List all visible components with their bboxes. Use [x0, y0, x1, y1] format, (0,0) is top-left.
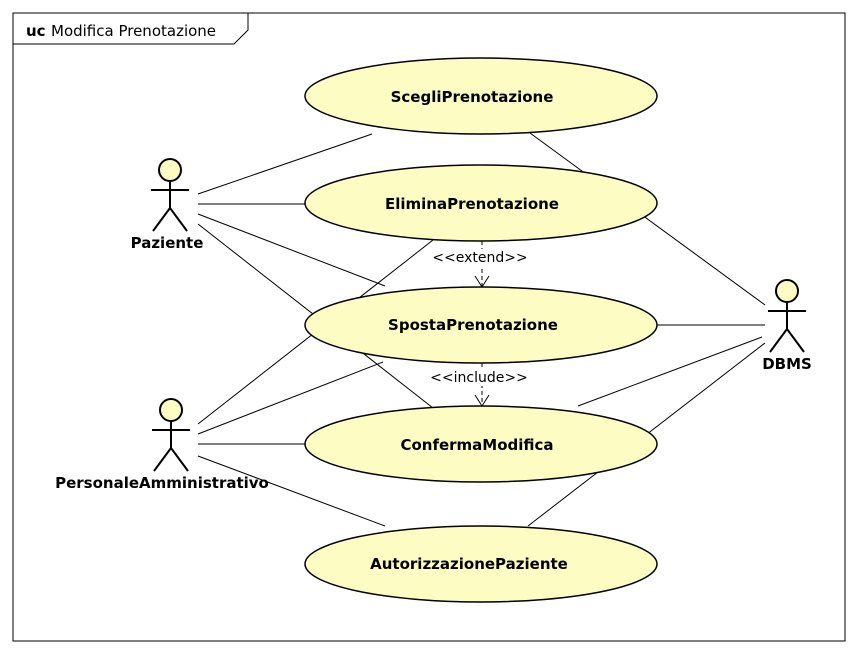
diagram-frame [12, 12, 846, 642]
use-case-scegli-prenotazione[interactable]: ScegliPrenotazione [304, 57, 658, 135]
assoc-personale-autorizzazione [197, 455, 386, 527]
use-case-conferma-modifica[interactable]: ConfermaModifica [304, 405, 658, 483]
stick-figure-icon [768, 279, 806, 353]
extend-dependency: <<extend>> [426, 241, 534, 288]
actor-label: DBMS [762, 355, 812, 373]
include-label: <<include>> [430, 370, 528, 386]
frame-tab [13, 13, 249, 45]
use-case-autorizzazione-paziente[interactable]: AutorizzazionePaziente [304, 525, 658, 603]
assoc-dbms-conferma [577, 336, 763, 407]
actor-dbms[interactable]: DBMS [762, 279, 812, 373]
frame-keyword: uc [26, 22, 46, 40]
stick-figure-icon [151, 158, 189, 232]
assoc-paziente-sposta [197, 213, 386, 287]
actor-paziente[interactable]: Paziente [131, 158, 204, 252]
assoc-paziente-scegli [197, 133, 373, 195]
frame-title: Modifica Prenotazione [51, 22, 216, 40]
include-dependency: <<include>> [424, 363, 534, 407]
use-case-label: EliminaPrenotazione [385, 195, 559, 213]
actor-personale-amministrativo[interactable]: PersonaleAmministrativo [55, 398, 269, 492]
assoc-personale-sposta [197, 361, 384, 435]
use-case-label: ConfermaModifica [400, 436, 553, 454]
extend-label: <<extend>> [432, 250, 527, 266]
use-case-elimina-prenotazione[interactable]: EliminaPrenotazione [304, 164, 658, 242]
actor-label: PersonaleAmministrativo [55, 474, 269, 492]
use-case-label: ScegliPrenotazione [391, 88, 554, 106]
use-case-label: AutorizzazionePaziente [370, 555, 568, 573]
assoc-dbms-scegli [529, 132, 766, 306]
use-case-sposta-prenotazione[interactable]: SpostaPrenotazione [304, 286, 658, 364]
use-case-label: SpostaPrenotazione [388, 316, 558, 334]
actor-label: Paziente [131, 234, 204, 252]
stick-figure-icon [152, 398, 190, 472]
